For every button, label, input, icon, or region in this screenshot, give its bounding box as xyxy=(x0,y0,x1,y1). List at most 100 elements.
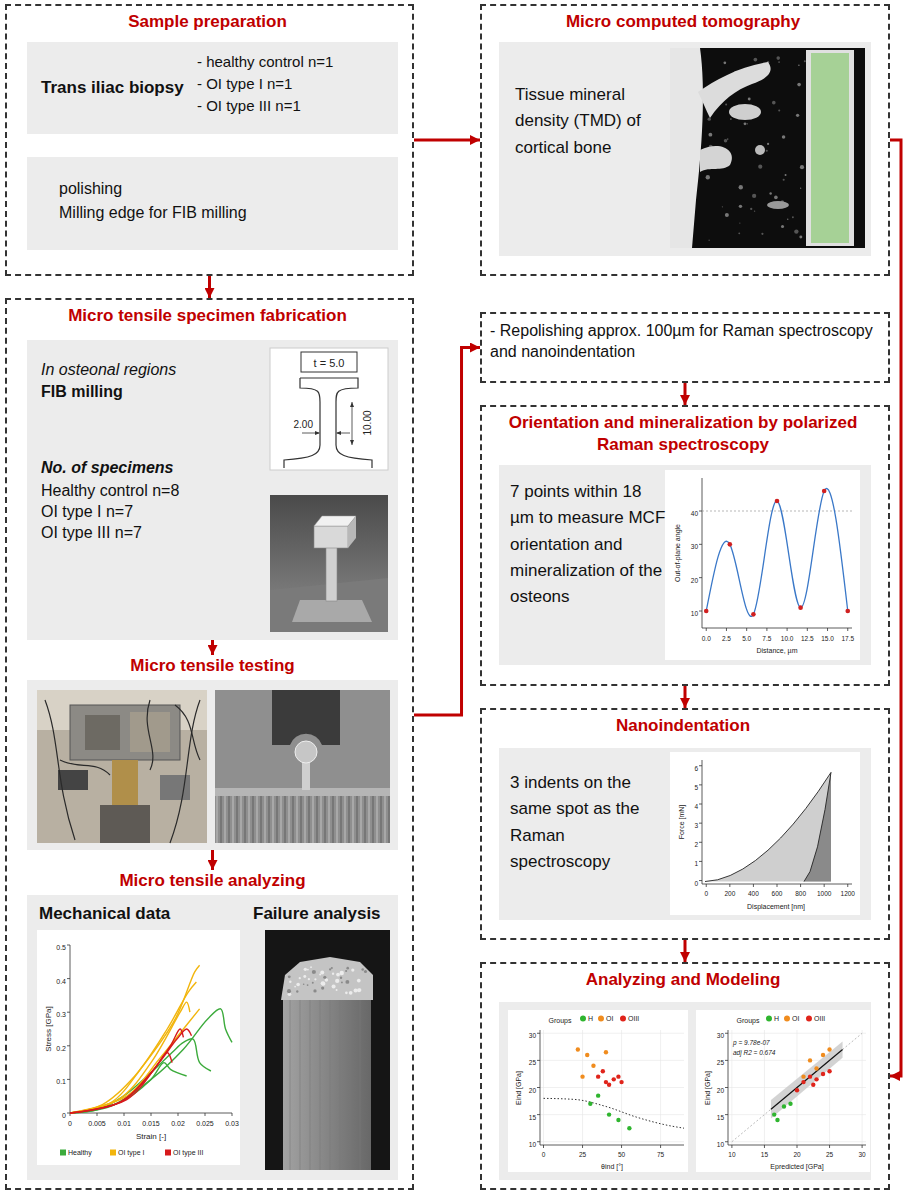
model-curve xyxy=(544,1098,684,1128)
surface-texture xyxy=(348,795,350,843)
tick-mark xyxy=(725,1114,728,1115)
label-slot: 1 xyxy=(694,853,698,869)
tick-mark xyxy=(827,628,828,631)
sketch-background xyxy=(270,348,388,470)
data-point xyxy=(596,1074,600,1078)
chart-plot xyxy=(696,1010,870,1172)
fracture-texture xyxy=(340,971,344,975)
ct-speckle xyxy=(727,138,729,140)
surface-texture xyxy=(304,795,306,843)
label-slot: 15 xyxy=(529,1107,536,1123)
text-slot: Trans iliac biopsy xyxy=(41,77,195,99)
step-title: Micro tensile testing xyxy=(27,655,398,677)
grid-line xyxy=(540,1114,684,1115)
ct-speckle xyxy=(785,174,787,176)
trabecula-shape xyxy=(755,145,765,155)
axis-line xyxy=(702,478,703,628)
label-slot: 10 xyxy=(717,1134,724,1150)
fracture-texture xyxy=(296,990,298,992)
surface-texture xyxy=(228,795,230,843)
gripper xyxy=(272,690,340,745)
surface-texture xyxy=(268,795,270,843)
ct-speckle xyxy=(730,118,732,120)
stress-strain-curve xyxy=(70,965,200,1113)
chart-text: 75 xyxy=(657,1151,664,1158)
elastic-area xyxy=(804,772,831,881)
flow-arrow xyxy=(414,348,480,716)
stress-strain-curve xyxy=(70,1063,187,1113)
tick-mark xyxy=(746,628,747,631)
label-slot: 12.5 xyxy=(801,628,814,644)
body-text: - Repolishing approx. 100µm for Raman sp… xyxy=(490,321,876,363)
label-slot: 10 xyxy=(529,1134,536,1150)
surface-texture xyxy=(330,1000,331,1170)
dimension-label: 2.00 xyxy=(294,419,313,430)
surface-texture xyxy=(312,795,314,843)
chart-text: 7.5 xyxy=(762,635,771,642)
chart-text: 30 xyxy=(691,543,698,550)
ct-speckle xyxy=(778,61,780,63)
stress-strain-curve xyxy=(70,1009,200,1113)
data-point xyxy=(601,1069,605,1073)
chart-background xyxy=(665,470,860,660)
body-text: Healthy control n=8 xyxy=(41,481,266,502)
label-slot: p = 9.78e-07 xyxy=(733,1032,770,1048)
tick-mark xyxy=(731,1145,732,1148)
tick-mark xyxy=(729,884,730,887)
data-point xyxy=(801,1080,805,1084)
rig-part xyxy=(85,715,120,750)
tick-mark xyxy=(67,1012,70,1013)
surface-texture xyxy=(310,1000,311,1170)
label-slot: 0.0 xyxy=(702,628,711,644)
label-slot: 5.0 xyxy=(742,628,751,644)
label-slot: 1200 xyxy=(841,883,855,899)
surface-texture xyxy=(376,795,378,843)
ct-speckle xyxy=(739,185,743,189)
legend-text: H xyxy=(588,1015,593,1022)
label-slot: 25 xyxy=(529,1052,536,1068)
stress-strain-curve xyxy=(70,1009,232,1113)
grey-panel xyxy=(499,42,871,256)
label-slot: 0 xyxy=(62,1105,66,1121)
chart-text: θind [°] xyxy=(601,1163,623,1170)
surface-texture xyxy=(388,795,390,843)
data-point xyxy=(811,1083,815,1087)
chart-text: 3 xyxy=(694,822,698,829)
text-slot: - OI type I n=1 xyxy=(197,74,392,94)
chart-text: 0.01 xyxy=(117,1120,131,1127)
grey-panel xyxy=(27,157,398,250)
step-title: Micro computed tomography xyxy=(480,11,886,33)
chart-text: 10.0 xyxy=(781,635,794,642)
chart-background xyxy=(670,752,860,915)
ct-image xyxy=(670,48,865,248)
fracture-texture xyxy=(289,981,291,983)
surface-texture xyxy=(340,795,342,843)
body-text: Trans iliac biopsy xyxy=(41,77,195,99)
tick-mark xyxy=(67,1079,70,1080)
fracture-texture xyxy=(332,972,334,974)
chart-text: 0.3 xyxy=(56,1011,66,1018)
legend-swatch xyxy=(165,1149,171,1155)
ct-speckle xyxy=(798,64,800,66)
chart-text: 0.5 xyxy=(56,944,66,951)
ct-speckle xyxy=(748,98,751,101)
tick-mark xyxy=(232,1113,233,1116)
ct-speckle xyxy=(766,150,768,152)
ct-speckle xyxy=(792,216,794,218)
fracture-texture xyxy=(296,983,300,987)
tick-mark xyxy=(537,1033,540,1034)
step-box: Tissue mineral density (TMD) of cortical… xyxy=(480,4,890,276)
text-slot: In osteonal regions xyxy=(41,360,266,381)
chart-text: 0.1 xyxy=(56,1078,66,1085)
tick-mark xyxy=(543,1145,544,1148)
label-slot: 15 xyxy=(717,1107,724,1123)
trabecula-shape xyxy=(729,104,761,120)
tick-mark xyxy=(67,1113,70,1114)
tick-mark xyxy=(726,628,727,631)
text-slot: Sample preparation xyxy=(5,11,410,33)
tick-mark xyxy=(699,577,702,578)
chart-text: 30 xyxy=(717,1032,724,1039)
fracture-texture xyxy=(345,992,348,995)
